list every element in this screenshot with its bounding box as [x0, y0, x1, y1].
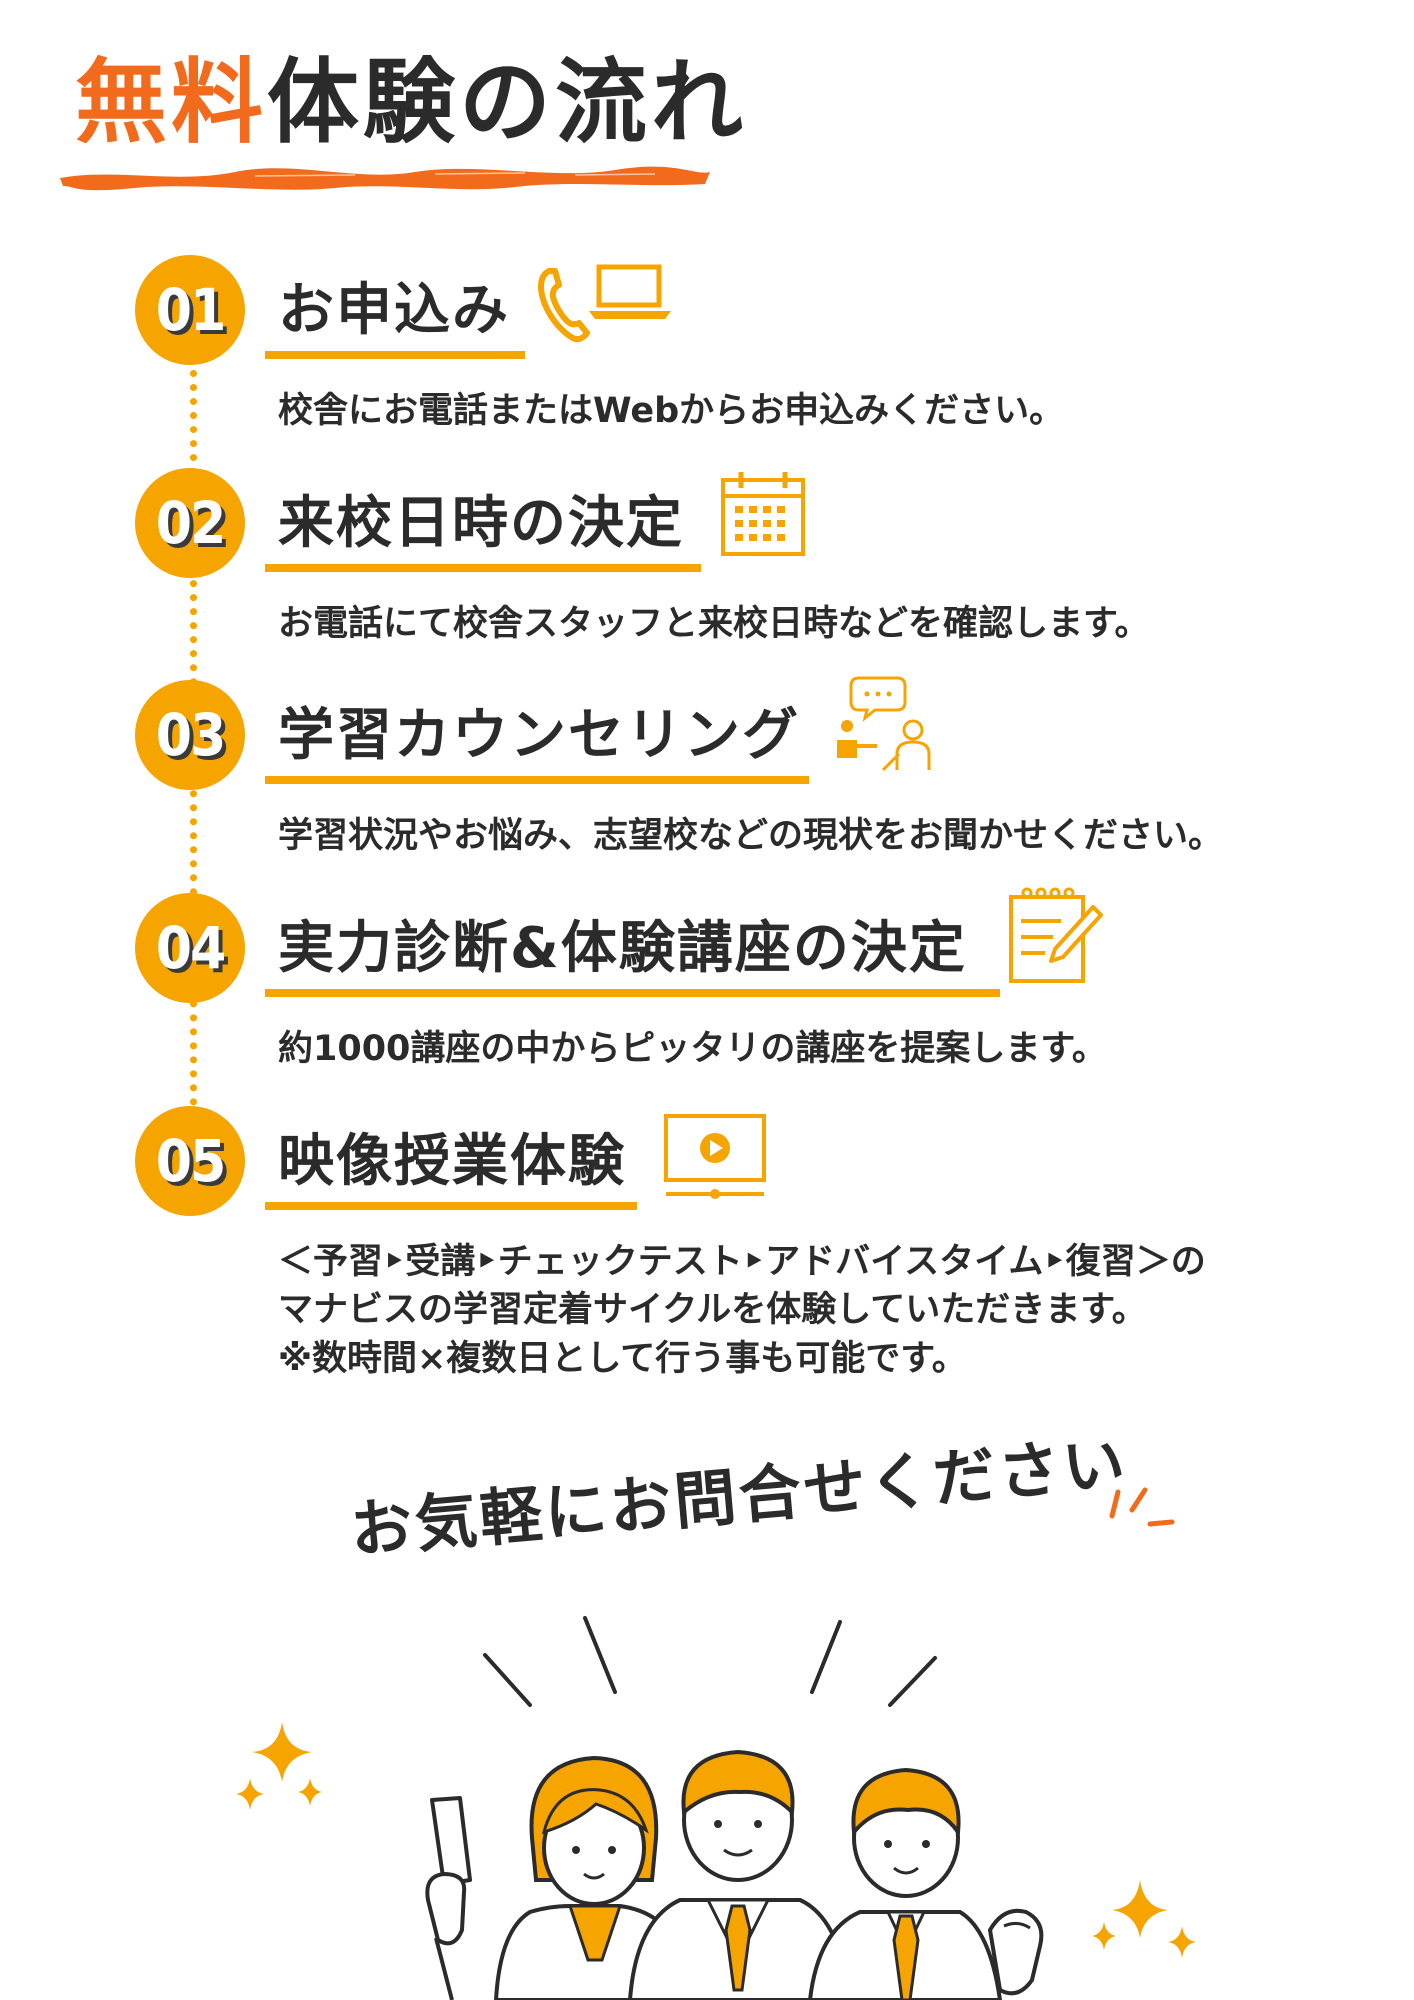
step-2-desc: お電話にて校舎スタッフと来校日時などを確認します。: [278, 600, 1150, 648]
page-title: 無料体験の流れ: [75, 52, 747, 153]
step-5-desc-line-2: マナビスの学習定着サイクルを体験していただきます。: [278, 1290, 1147, 1331]
step-5-desc-line-3: ※数時間×複数日として行う事も可能です。: [278, 1338, 967, 1379]
step-2: 02 来校日時の決定 お電話にて校舎スタッフと来校日時などを確認します。: [135, 468, 1385, 644]
step-1-desc-line: 校舎にお電話またはWebからお申込みください。: [278, 391, 1065, 431]
step-4: 04 実力診断&体験講座の決定 約1000講座の中からピッタリの講座を提案します…: [135, 887, 1385, 1069]
step-2-badge: 02: [135, 468, 245, 578]
emphasis-lines-icon: [483, 1616, 937, 1707]
step-5-desc-line-1: ＜予習‣受講‣チェックテスト‣アドバイスタイム‣復習＞の: [278, 1242, 1206, 1282]
person-man-right-icon: [807, 1767, 1044, 2000]
step-1-underline: [265, 351, 525, 359]
step-5-title: 映像授業体験: [278, 1129, 626, 1194]
step-1-title: お申込み: [278, 278, 510, 343]
video-play-icon: [660, 1112, 770, 1202]
laptop-icon: [585, 263, 675, 323]
step-5-underline: [265, 1202, 637, 1210]
sparkle-icon: [236, 1722, 1196, 1958]
step-5-badge: 05: [135, 1106, 245, 1216]
step-4-badge: 04: [135, 893, 245, 1003]
step-1-desc: 校舎にお電話またはWebからお申込みください。: [278, 387, 1064, 435]
step-3-desc-line: 学習状況やお悩み、志望校などの現状をお聞かせください。: [278, 816, 1224, 856]
counseling-icon: [835, 674, 935, 774]
title-rest: 体験の流れ: [267, 49, 748, 156]
step-4-underline: [265, 989, 1000, 997]
calendar-icon: [719, 468, 807, 558]
step-3: 03 学習カウンセリング 学習状況やお悩み、志望校などの現状をお聞かせください。: [135, 676, 1385, 856]
phone-icon: [535, 265, 595, 345]
step-3-underline: [265, 776, 809, 784]
emphasis-dashes-icon: [1109, 1487, 1175, 1527]
step-4-desc: 約1000講座の中からピッタリの講座を提案します。: [278, 1025, 1107, 1073]
step-1-badge: 01: [135, 255, 245, 365]
step-5-desc: ＜予習‣受講‣チェックテスト‣アドバイスタイム‣復習＞の マナビスの学習定着サイ…: [278, 1238, 1206, 1383]
step-5: 05 映像授業体験 ＜予習‣受講‣チェックテスト‣アドバイスタイム‣復習＞の マ…: [135, 1106, 1385, 1379]
step-1: 01 お申込み 校舎にお電話またはWebからお申込みください。: [135, 255, 1385, 431]
step-2-desc-line: お電話にて校舎スタッフと来校日時などを確認します。: [278, 604, 1150, 644]
step-2-underline: [265, 564, 701, 572]
step-2-title: 来校日時の決定: [278, 491, 684, 556]
step-3-badge: 03: [135, 680, 245, 790]
step-3-title: 学習カウンセリング: [278, 703, 800, 768]
step-4-title: 実力診断&体験講座の決定: [278, 916, 967, 981]
cheering-people-illustration: [236, 1487, 1196, 2000]
step-3-desc: 学習状況やお悩み、志望校などの現状をお聞かせください。: [278, 812, 1223, 860]
person-man-center-icon: [627, 1749, 853, 2000]
title-accent: 無料: [75, 49, 268, 156]
notepad-pen-icon: [1005, 885, 1105, 985]
brush-underline: [60, 166, 710, 191]
step-4-desc-line: 約1000講座の中からピッタリの講座を提案します。: [278, 1029, 1107, 1069]
